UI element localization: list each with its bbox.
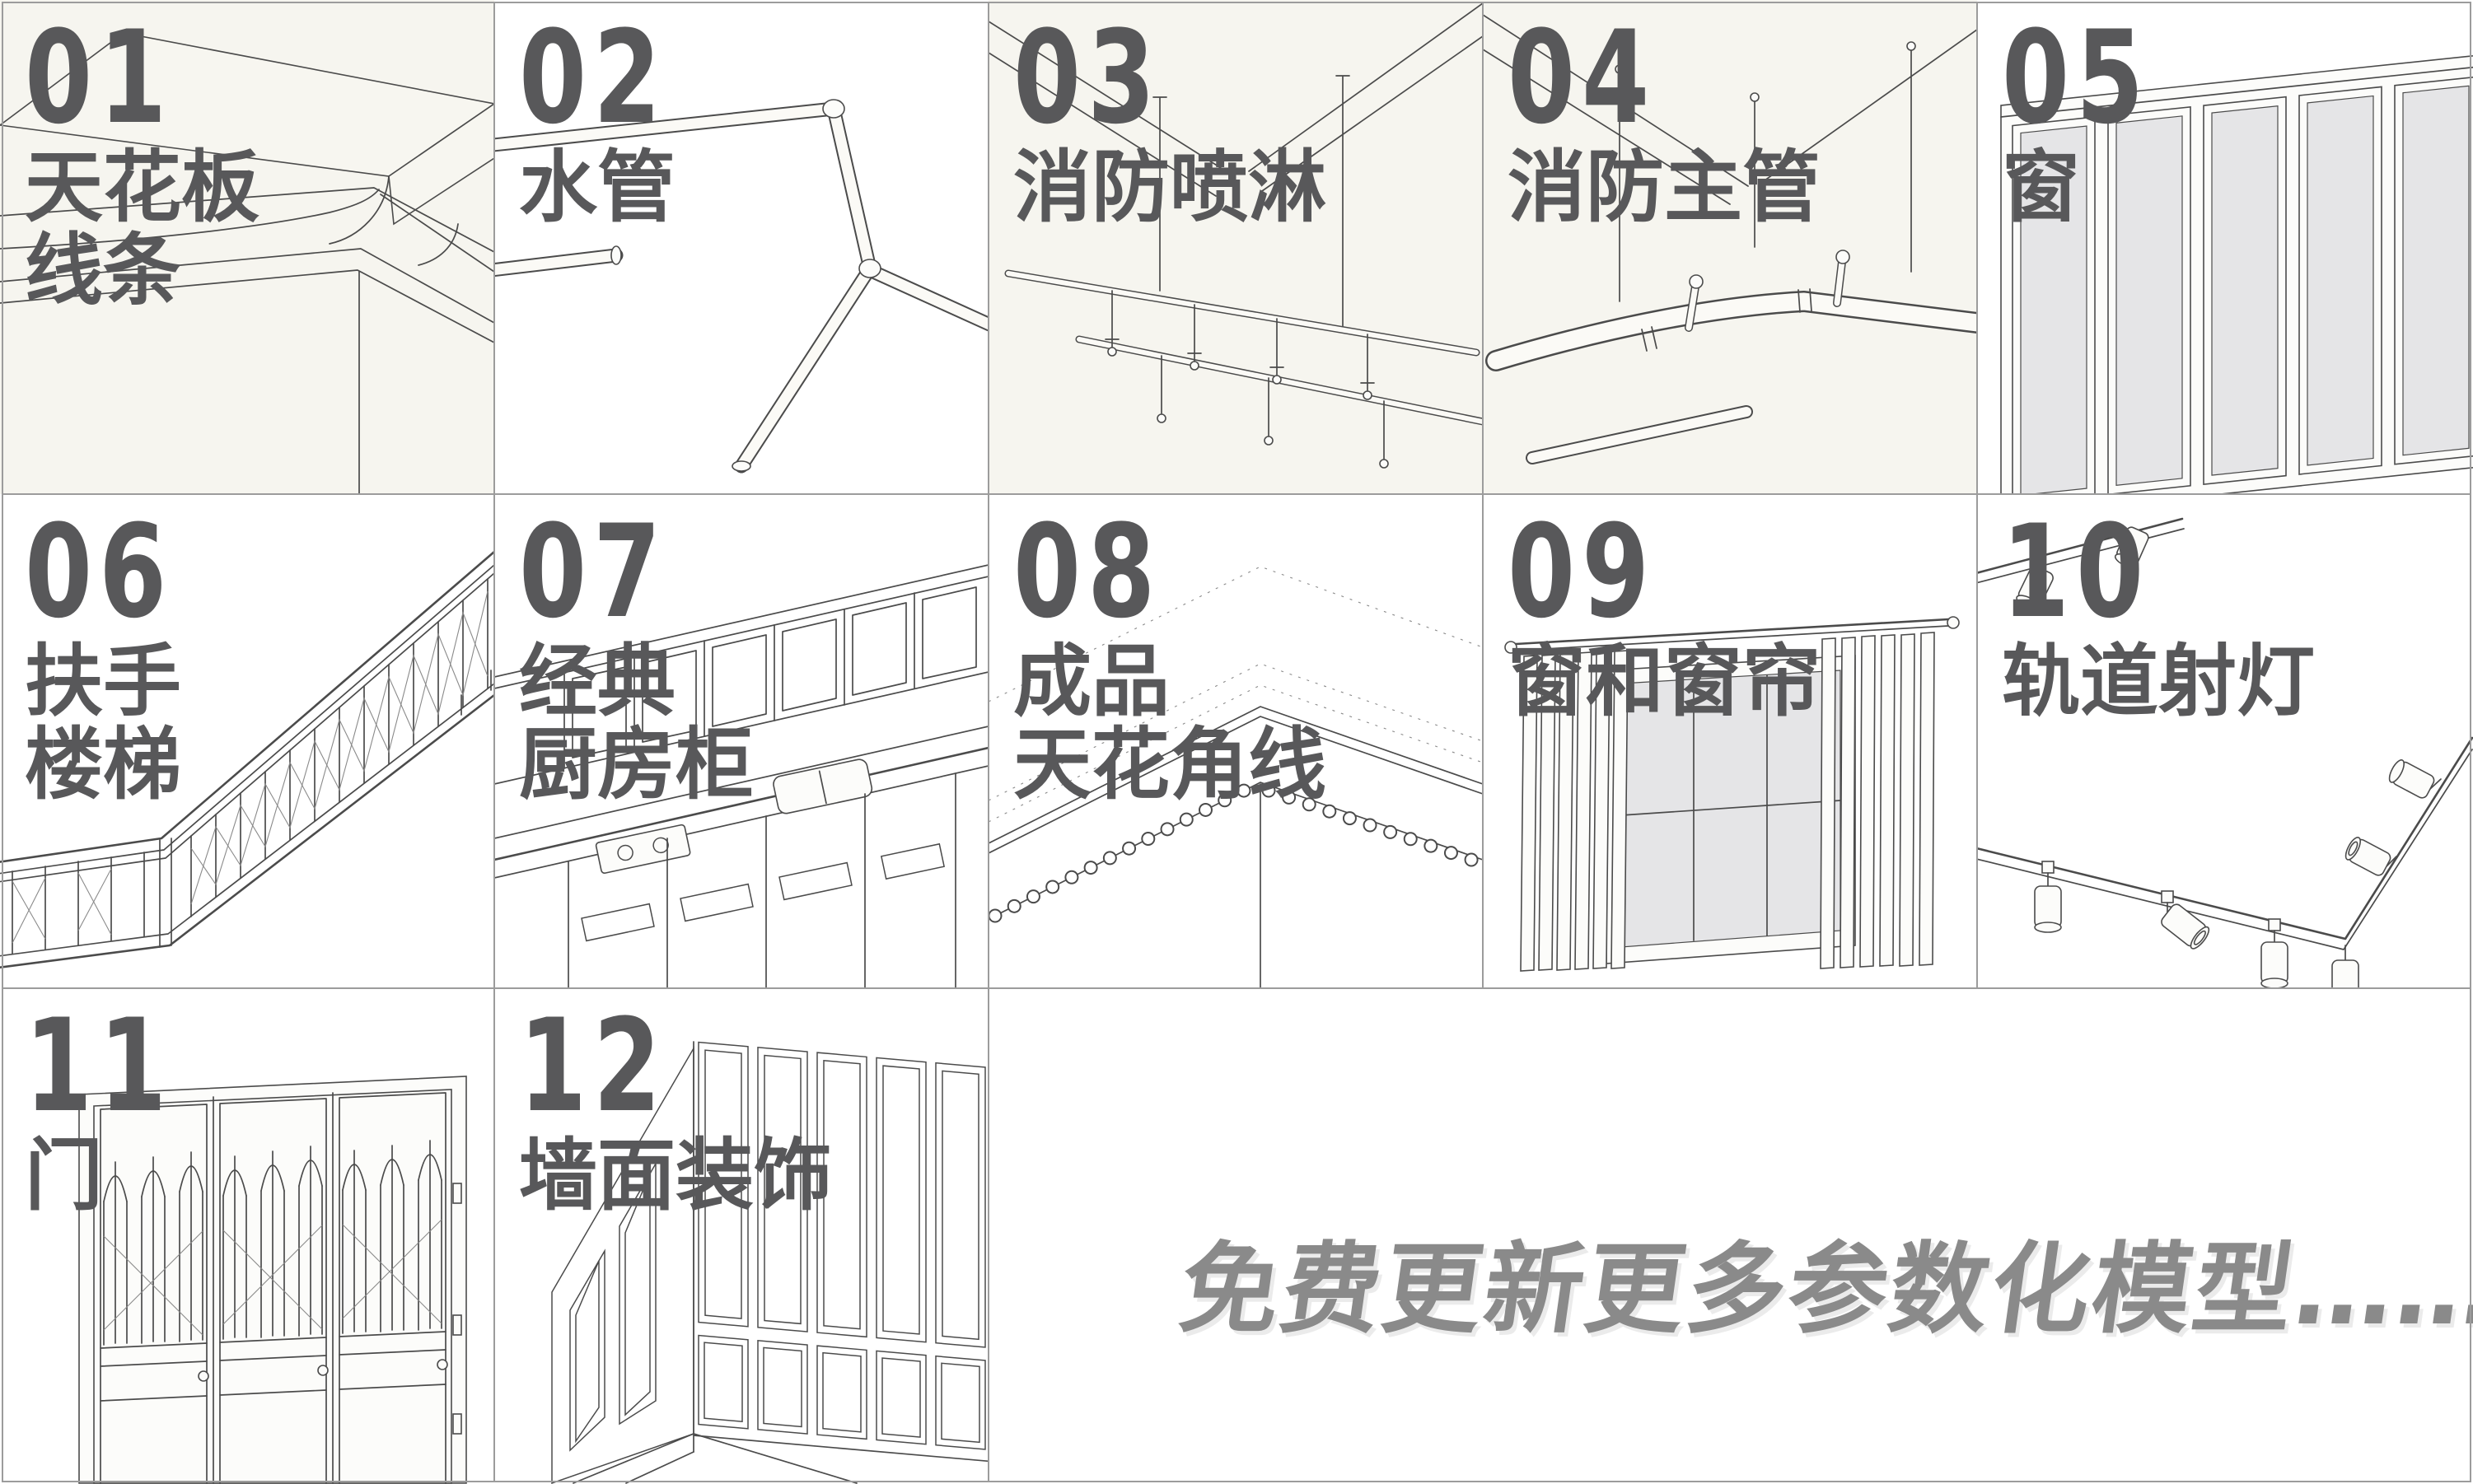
footer-slogan: 免费更新更多参数化模型…… — [1172, 1233, 2473, 1347]
tile-label: 消防喷淋 — [1013, 142, 1327, 233]
tile-08-ceiling-cornice: 08 成品天花角线 — [989, 494, 1483, 988]
tile-10-track-spotlights: 10 轨道射灯 — [1977, 494, 2473, 988]
tile-label: 扶手楼梯 — [25, 637, 182, 810]
kitchen-cabinets-illustration — [494, 564, 989, 988]
tile-number: 11 — [25, 990, 174, 1141]
tile-label: 经典厨房柜 — [519, 637, 755, 810]
tile-11-door: 11 门 — [0, 988, 494, 1484]
tile-label: 轨道射灯 — [2002, 637, 2316, 727]
tile-label: 天花板线条 — [25, 142, 260, 316]
tile-number: 04 — [1508, 2, 1657, 152]
tile-number: 10 — [2002, 496, 2151, 646]
tile-02-water-pipes: 02 水管 — [494, 0, 989, 494]
tile-label: 消防主管 — [1508, 142, 1821, 233]
tile-label: 窗 — [2002, 142, 2081, 233]
grid-hline-2 — [2, 987, 2471, 989]
tile-number: 07 — [519, 496, 668, 646]
tile-03-fire-sprinkler: 03 消防喷淋 — [989, 0, 1483, 494]
door-illustration — [78, 1076, 467, 1484]
tile-label: 成品天花角线 — [1013, 637, 1327, 810]
grid-vline-4 — [1976, 2, 1978, 989]
tile-label: 墙面装饰 — [519, 1131, 833, 1221]
grid-hline-1 — [2, 493, 2471, 495]
window-and-curtains-illustration — [1504, 616, 1960, 972]
tile-09-window-and-curtains: 09 窗和窗帘 — [1483, 494, 1977, 988]
wall-paneling-illustration — [551, 1041, 989, 1484]
tile-label: 窗和窗帘 — [1508, 637, 1821, 727]
tile-number: 06 — [25, 496, 174, 646]
tile-12-wall-paneling: 12 墙面装饰 — [494, 988, 989, 1484]
ceiling-cornice-illustration — [989, 566, 1483, 988]
tile-number: 09 — [1508, 496, 1657, 646]
footer-area: 免费更新更多参数化模型…… — [989, 988, 2473, 1484]
tile-number: 03 — [1013, 2, 1162, 152]
ceiling-molding-illustration — [0, 32, 494, 494]
tile-07-kitchen-cabinets: 07 经典厨房柜 — [494, 494, 989, 988]
tile-number: 02 — [519, 2, 668, 152]
tile-label: 门 — [25, 1131, 104, 1221]
grid-vline-1 — [493, 2, 495, 1482]
tile-01-ceiling-molding: 01 天花板线条 — [0, 0, 494, 494]
tile-number: 12 — [519, 990, 668, 1141]
tile-number: 01 — [25, 2, 174, 152]
window-illustration — [2000, 53, 2473, 494]
grid-vline-2 — [988, 2, 989, 1482]
tile-label: 水管 — [519, 142, 676, 233]
tile-05-window: 05 窗 — [1977, 0, 2473, 494]
fire-main-pipe-illustration — [1483, 14, 1977, 464]
tile-number: 08 — [1013, 496, 1162, 646]
water-pipes-illustration — [494, 99, 989, 474]
handrail-stairs-illustration — [0, 550, 494, 969]
track-spotlights-illustration — [1977, 517, 2473, 988]
fire-sprinkler-illustration — [989, 2, 1483, 469]
grid-vline-3 — [1482, 2, 1484, 989]
tile-06-handrail-stairs: 06 扶手楼梯 — [0, 494, 494, 988]
tile-04-fire-main-pipe: 04 消防主管 — [1483, 0, 1977, 494]
tile-number: 05 — [2002, 2, 2151, 152]
